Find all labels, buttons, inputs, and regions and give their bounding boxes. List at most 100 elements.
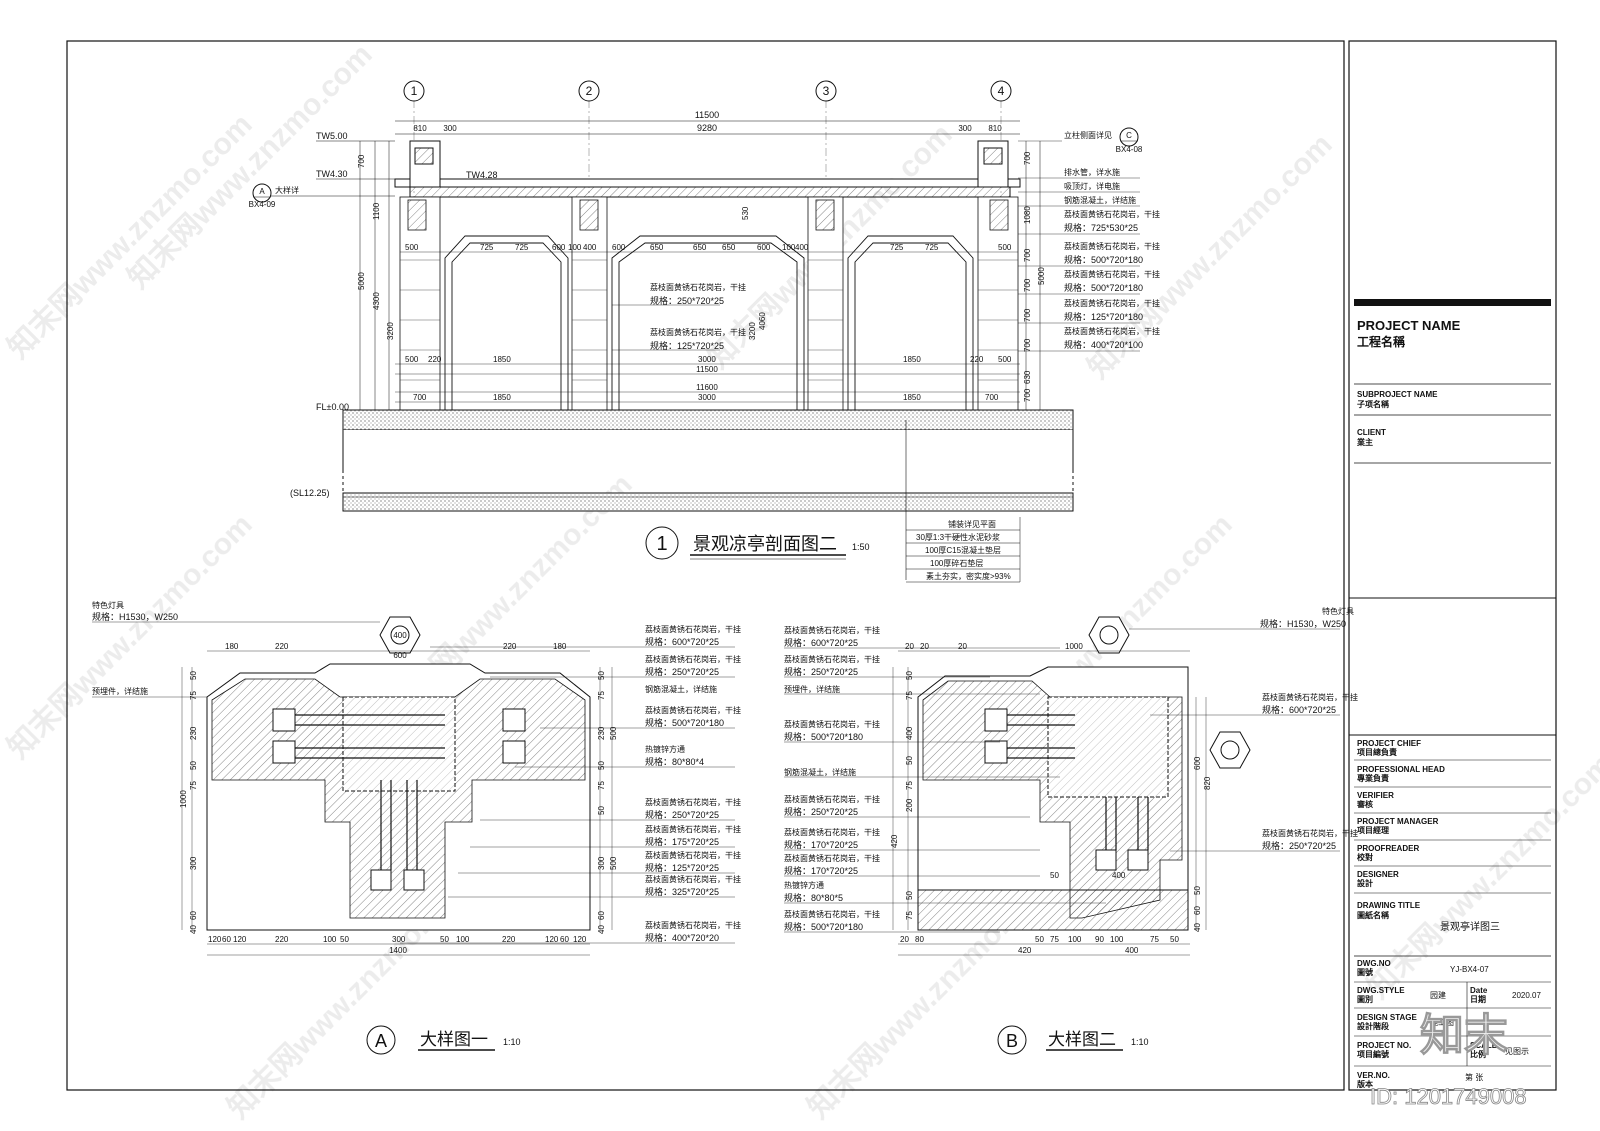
svg-text:50: 50 <box>597 761 606 770</box>
dwg-no: YJ-BX4-07 <box>1450 965 1489 974</box>
svg-text:設計: 設計 <box>1357 878 1373 888</box>
svg-text:1400: 1400 <box>389 946 407 955</box>
svg-text:热镀锌方通: 热镀锌方通 <box>784 880 824 890</box>
svg-text:规格：250*720*25: 规格：250*720*25 <box>784 806 858 817</box>
section-title: 1 景观凉亭剖面图二 1:50 <box>645 526 870 560</box>
level-fl: FL±0.00 <box>316 402 349 412</box>
svg-text:50: 50 <box>189 671 198 680</box>
svg-text:11500: 11500 <box>696 365 718 374</box>
svg-text:400: 400 <box>795 243 809 252</box>
svg-text:500: 500 <box>609 856 618 870</box>
svg-text:700: 700 <box>1023 278 1032 292</box>
svg-text:DWG.STYLE: DWG.STYLE <box>1357 986 1405 995</box>
svg-text:特色灯具: 特色灯具 <box>1322 606 1354 616</box>
svg-text:1: 1 <box>656 533 667 555</box>
axis-bubble <box>990 80 1012 102</box>
svg-text:规格：250*720*25: 规格：250*720*25 <box>650 295 724 306</box>
svg-text:50: 50 <box>1170 935 1179 944</box>
svg-text:100: 100 <box>1068 935 1082 944</box>
detail-b-notes-right: 荔枝面黄锈石花岗岩，干挂 规格：600*720*25 荔枝面黄锈石花岗岩，干挂 … <box>1150 692 1358 852</box>
svg-text:3000: 3000 <box>698 393 716 402</box>
svg-text:300: 300 <box>443 124 457 133</box>
svg-text:60: 60 <box>597 911 606 920</box>
svg-text:650: 650 <box>722 243 736 252</box>
svg-text:立柱侧面详见: 立柱侧面详见 <box>1064 130 1112 140</box>
dim-overall: 11500 <box>695 110 719 120</box>
svg-text:400: 400 <box>1112 871 1126 880</box>
svg-text:1850: 1850 <box>903 393 921 402</box>
svg-text:预埋件，详结施: 预埋件，详结施 <box>784 684 840 694</box>
dim-inner: 9280 <box>697 123 717 133</box>
svg-text:100厚C15混凝土垫层: 100厚C15混凝土垫层 <box>925 545 1001 555</box>
section-elevation: 1 2 3 4 11500 9280 810 300 300 810 TW5.0… <box>249 80 1160 583</box>
svg-text:3000: 3000 <box>698 355 716 364</box>
svg-text:CLIENT: CLIENT <box>1357 428 1386 437</box>
axis-label: 1 <box>411 84 418 98</box>
svg-text:规格：175*720*25: 规格：175*720*25 <box>645 836 719 847</box>
svg-text:650: 650 <box>650 243 664 252</box>
svg-text:90: 90 <box>1095 935 1104 944</box>
svg-text:1850: 1850 <box>903 355 921 364</box>
svg-text:项目編號: 项目編號 <box>1357 1049 1389 1059</box>
axis-label: 2 <box>586 84 593 98</box>
svg-text:Date: Date <box>1470 986 1488 995</box>
svg-text:60: 60 <box>560 935 569 944</box>
svg-text:1:10: 1:10 <box>1131 1037 1149 1047</box>
svg-text:荔枝面黄锈石花岗岩，干挂: 荔枝面黄锈石花岗岩，干挂 <box>645 824 741 834</box>
svg-text:VER.NO.: VER.NO. <box>1357 1071 1390 1080</box>
svg-text:50: 50 <box>440 935 449 944</box>
svg-text:荔枝面黄锈石花岗岩，干挂: 荔枝面黄锈石花岗岩，干挂 <box>784 853 880 863</box>
svg-text:設計階段: 設計階段 <box>1357 1021 1389 1031</box>
svg-text:规格：125*720*25: 规格：125*720*25 <box>645 862 719 873</box>
svg-text:2020.07: 2020.07 <box>1512 991 1541 1000</box>
svg-text:420: 420 <box>1018 946 1032 955</box>
drawing-frame <box>66 40 1345 1091</box>
svg-text:500: 500 <box>998 355 1012 364</box>
svg-text:5000: 5000 <box>1037 267 1046 285</box>
svg-text:施工图: 施工图 <box>1430 1017 1454 1027</box>
detail-a-notes: 荔枝面黄锈石花岗岩，干挂 规格：600*720*25 荔枝面黄锈石花岗岩，干挂 … <box>400 624 741 944</box>
svg-text:100: 100 <box>456 935 470 944</box>
svg-text:规格：500*720*180: 规格：500*720*180 <box>645 717 724 728</box>
svg-text:规格：170*720*25: 规格：170*720*25 <box>784 865 858 876</box>
svg-text:300: 300 <box>189 856 198 870</box>
svg-text:700: 700 <box>357 154 366 168</box>
svg-text:60: 60 <box>189 911 198 920</box>
svg-text:220: 220 <box>503 642 517 651</box>
svg-text:100: 100 <box>1110 935 1124 944</box>
svg-text:园建: 园建 <box>1430 990 1446 1000</box>
detail-b-notes-left: 荔枝面黄锈石花岗岩，干挂 规格：600*720*25 荔枝面黄锈石花岗岩，干挂 … <box>784 625 1106 933</box>
svg-text:400: 400 <box>905 726 914 740</box>
svg-text:规格：250*720*25: 规格：250*720*25 <box>645 809 719 820</box>
svg-text:630: 630 <box>1023 370 1032 384</box>
svg-text:规格：600*720*25: 规格：600*720*25 <box>784 637 858 648</box>
svg-text:600: 600 <box>552 243 566 252</box>
svg-text:荔枝面黄锈石花岗岩，干挂: 荔枝面黄锈石花岗岩，干挂 <box>784 909 880 919</box>
svg-text:75: 75 <box>905 781 914 790</box>
watermark-text: 知末网www.znzmo.com <box>122 38 379 295</box>
svg-text:子项名稱: 子项名稱 <box>1357 399 1389 409</box>
svg-text:50: 50 <box>905 891 914 900</box>
svg-text:钢筋混凝土，详结施: 钢筋混凝土，详结施 <box>784 767 856 777</box>
svg-text:荔枝面黄锈石花岗岩，干挂: 荔枝面黄锈石花岗岩，干挂 <box>784 794 880 804</box>
svg-text:荔枝面黄锈石花岗岩，干挂: 荔枝面黄锈石花岗岩，干挂 <box>645 705 741 715</box>
svg-text:荔枝面黄锈石花岗岩，干挂: 荔枝面黄锈石花岗岩，干挂 <box>784 719 880 729</box>
svg-text:3200: 3200 <box>386 322 395 340</box>
svg-text:预埋件，详结施: 预埋件，详结施 <box>92 686 148 696</box>
svg-text:规格：125*720*25: 规格：125*720*25 <box>650 340 724 351</box>
section-right-notes: 排水管，详水施 吸顶灯，详电施 钢筋混凝土，详结施 荔枝面黄锈石花岗岩，干挂 规… <box>1018 140 1160 352</box>
axis-bubble <box>815 80 837 102</box>
svg-text:500: 500 <box>998 243 1012 252</box>
svg-text:500: 500 <box>405 355 419 364</box>
svg-text:荔枝面黄锈石花岗岩，干挂: 荔枝面黄锈石花岗岩，干挂 <box>645 850 741 860</box>
svg-text:DWG.NO: DWG.NO <box>1357 959 1391 968</box>
svg-text:荔枝面黄锈石花岗岩，干挂: 荔枝面黄锈石花岗岩，干挂 <box>645 654 741 664</box>
svg-text:大样图二: 大样图二 <box>1048 1030 1116 1049</box>
svg-text:700: 700 <box>413 393 427 402</box>
detail-a: 400 600 特色灯具 规格：H1530，W250 预埋件，详结施 180 2… <box>92 600 741 1055</box>
svg-text:220: 220 <box>275 935 289 944</box>
svg-text:75: 75 <box>597 781 606 790</box>
svg-text:120: 120 <box>573 935 587 944</box>
svg-text:75: 75 <box>189 691 198 700</box>
